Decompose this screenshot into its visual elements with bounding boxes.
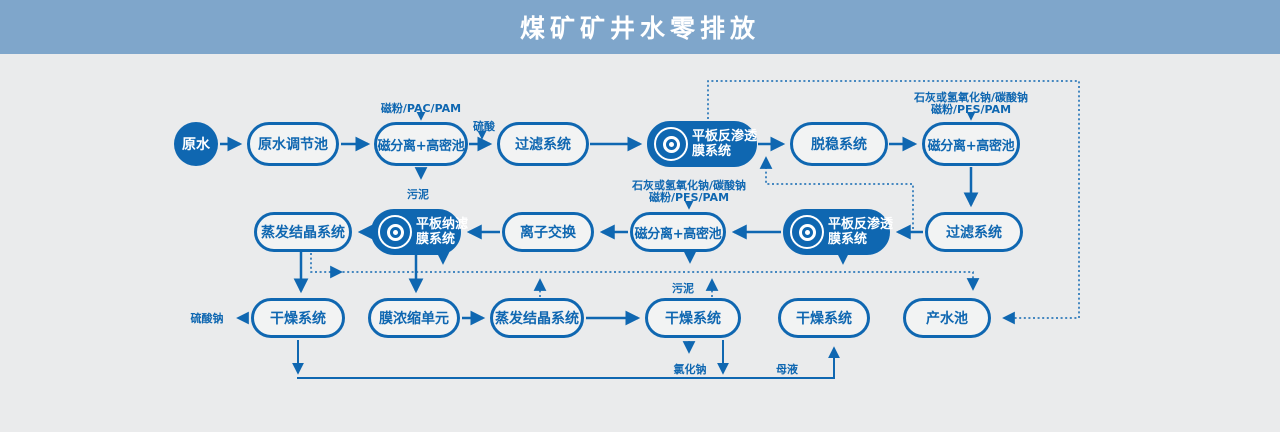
annotation-lime-dosing-2-line2: 磁粉/PFS/PAM xyxy=(648,191,730,204)
node-filter-system-2: 过滤系统 xyxy=(925,212,1023,252)
annotation-sludge-1: 污泥 xyxy=(407,188,429,201)
annotation-magnetic-powder-pac-pam: 磁粉/PAC/PAM xyxy=(380,102,462,115)
page-title: 煤矿矿井水零排放 xyxy=(519,14,760,43)
annotation-lime-dosing-1-line1: 石灰或氢氧化钠/碳酸钠 xyxy=(913,91,1029,104)
annotation-sludge-2: 污泥 xyxy=(672,282,694,295)
node-membrane-concentration-unit: 膜浓缩单元 xyxy=(368,298,460,338)
node-label: 产水池 xyxy=(926,311,968,327)
node-label-line1: 平板反渗透 xyxy=(828,217,894,232)
annotation-sodium-sulfate: 硫酸钠 xyxy=(190,312,224,325)
node-label: 原水调节池 xyxy=(258,137,328,153)
node-label: 磁分离+高密池 xyxy=(377,138,465,154)
annotation-sulfuric-acid: 硫酸 xyxy=(473,120,495,133)
node-evaporation-crystallization-system-2: 蒸发结晶系统 xyxy=(490,298,584,338)
node-magnetic-separation-high-density-tank-3: 磁分离+高密池 xyxy=(630,212,726,252)
node-label: 离子交换 xyxy=(520,225,576,241)
header-bar: 煤矿矿井水零排放 xyxy=(0,0,1280,54)
node-label: 原水 xyxy=(182,137,210,153)
annotation-sodium-chloride: 氯化钠 xyxy=(673,363,707,376)
node-raw-water: 原水 xyxy=(174,122,218,166)
node-label: 过滤系统 xyxy=(946,225,1002,241)
dotted-flow-lines xyxy=(236,80,1080,354)
node-label-line2: 膜系统 xyxy=(828,232,868,247)
membrane-target-icon xyxy=(378,215,412,249)
node-flat-ro-membrane-system-2: 平板反渗透 膜系统 xyxy=(783,209,894,255)
node-label-line1: 平板纳滤 xyxy=(416,217,469,232)
node-drying-system-1: 干燥系统 xyxy=(251,298,345,338)
annotation-mother-liquor: 母液 xyxy=(776,363,798,376)
node-label: 干燥系统 xyxy=(665,311,721,327)
node-flat-nf-membrane-system: 平板纳滤 膜系统 xyxy=(371,209,468,255)
node-label: 过滤系统 xyxy=(515,137,571,153)
node-magnetic-separation-high-density-tank-2: 磁分离+高密池 xyxy=(922,122,1020,166)
node-drying-system-2: 干燥系统 xyxy=(645,298,741,338)
node-ion-exchange: 离子交换 xyxy=(502,212,594,252)
node-label: 干燥系统 xyxy=(270,311,326,327)
node-label: 磁分离+高密池 xyxy=(927,138,1015,154)
node-label: 蒸发结晶系统 xyxy=(261,225,345,241)
flow-diagram-canvas: 原水 原水调节池 磁分离+高密池 过滤系统 平板反渗透 膜系统 脱稳系统 磁分离… xyxy=(0,54,1280,432)
node-magnetic-separation-high-density-tank-1: 磁分离+高密池 xyxy=(374,122,468,166)
node-label: 膜浓缩单元 xyxy=(379,311,449,327)
node-flat-ro-membrane-system-1: 平板反渗透 膜系统 xyxy=(647,121,757,167)
node-product-water-pool: 产水池 xyxy=(903,298,991,338)
node-label-line2: 膜系统 xyxy=(692,144,732,159)
annotation-lime-dosing-1-line2: 磁粉/PFS/PAM xyxy=(930,103,1012,116)
annotation-lime-dosing-2-line1: 石灰或氢氧化钠/碳酸钠 xyxy=(631,179,747,192)
membrane-target-icon xyxy=(654,127,688,161)
node-label: 蒸发结晶系统 xyxy=(495,311,579,327)
node-raw-water-regulating-tank: 原水调节池 xyxy=(247,122,339,166)
solid-flow-arrows xyxy=(220,136,979,379)
node-label-line1: 平板反渗透 xyxy=(692,129,758,144)
node-label-line2: 膜系统 xyxy=(416,232,456,247)
node-filter-system-1: 过滤系统 xyxy=(497,122,589,166)
node-drying-system-3: 干燥系统 xyxy=(778,298,870,338)
dosing-arrows xyxy=(416,111,976,210)
node-label: 脱稳系统 xyxy=(811,137,867,153)
node-evaporation-crystallization-system-1: 蒸发结晶系统 xyxy=(254,212,352,252)
membrane-target-icon xyxy=(790,215,824,249)
node-label: 磁分离+高密池 xyxy=(634,226,722,242)
node-label: 干燥系统 xyxy=(796,311,852,327)
node-destabilization-system: 脱稳系统 xyxy=(790,122,888,166)
